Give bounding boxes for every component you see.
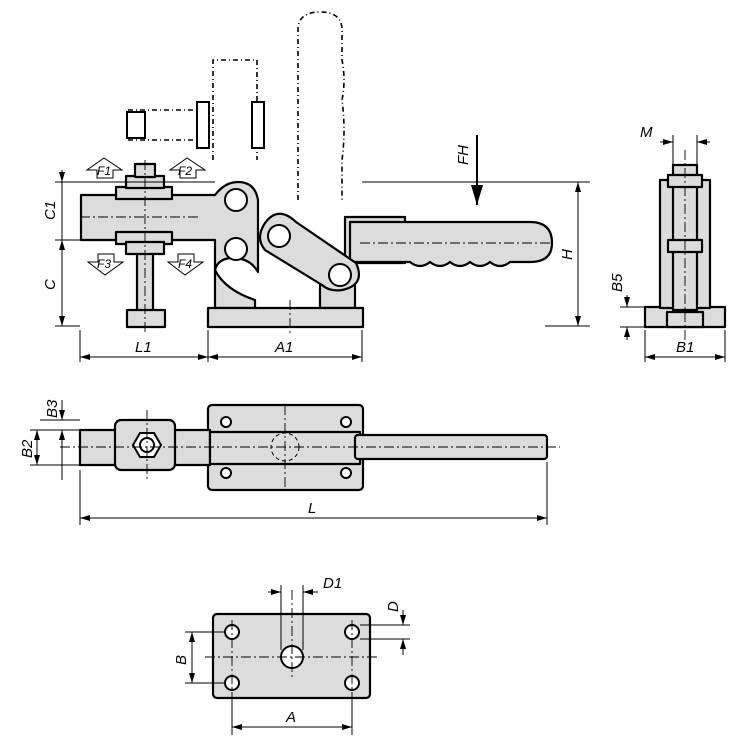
- force-arrow-f2: [168, 157, 207, 179]
- label-b5: B5: [609, 273, 626, 292]
- mounting-hole: [220, 416, 232, 428]
- side-view: F1 F2 F3 F4 FH C1 C H L1 A1: [42, 11, 590, 362]
- label-d1: D1: [323, 575, 342, 592]
- base-upright: [213, 268, 257, 310]
- centerlines: [60, 405, 560, 490]
- label-h: H: [559, 249, 576, 260]
- label-b3: B3: [44, 399, 61, 418]
- force-arrow-f3: [86, 253, 125, 276]
- side-dimensions: C1 C H L1 A1: [42, 170, 590, 362]
- label-a: A: [285, 709, 296, 726]
- clamping-arm: [79, 180, 260, 274]
- arm-open-position: [212, 59, 258, 160]
- spindle-nut-open: [126, 111, 146, 139]
- label-b2: B2: [19, 439, 36, 458]
- pivot-pin: [328, 263, 352, 287]
- force-arrows: F1 F2 F3 F4 FH: [85, 135, 483, 276]
- label-c: C: [42, 279, 59, 290]
- label-l1: L1: [135, 339, 152, 356]
- extension-lines: [185, 585, 410, 735]
- label-m: M: [640, 124, 653, 141]
- handle-grip: [348, 220, 554, 268]
- extension-lines: [620, 135, 726, 362]
- label-c1: C1: [42, 201, 59, 220]
- mounting-hole: [220, 467, 232, 479]
- pivot-pin: [224, 188, 248, 212]
- label-b: B: [173, 655, 190, 665]
- mounting-hole: [340, 467, 352, 479]
- pivot-pin: [224, 237, 248, 261]
- label-f3: F3: [97, 257, 111, 271]
- force-arrow-f4: [166, 253, 205, 276]
- label-a1: A1: [274, 339, 293, 356]
- pivot-pin: [267, 224, 291, 248]
- clamp-washer-open: [196, 101, 210, 149]
- extension-lines: [55, 181, 590, 362]
- label-f4: F4: [178, 257, 192, 271]
- label-f2: F2: [178, 164, 192, 178]
- extension-lines: [30, 419, 548, 525]
- clamp-washer-open: [251, 101, 265, 149]
- spindle-open-position: [128, 109, 200, 141]
- handle-open-position: [297, 11, 345, 200]
- top-view: B3 B2 L: [19, 399, 560, 525]
- label-d: D: [385, 601, 402, 612]
- base-plate: [206, 306, 365, 329]
- centerlines: [205, 590, 380, 700]
- spindle-foot-nut: [125, 308, 167, 329]
- label-f1: F1: [97, 164, 111, 178]
- base-view: D1 D B A: [173, 575, 410, 735]
- label-l: L: [308, 500, 316, 517]
- label-b1: B1: [676, 339, 694, 356]
- label-fh: FH: [455, 145, 472, 165]
- end-view: M B5 B1: [609, 124, 727, 362]
- force-arrow-f1: [85, 157, 124, 179]
- mounting-hole: [340, 416, 352, 428]
